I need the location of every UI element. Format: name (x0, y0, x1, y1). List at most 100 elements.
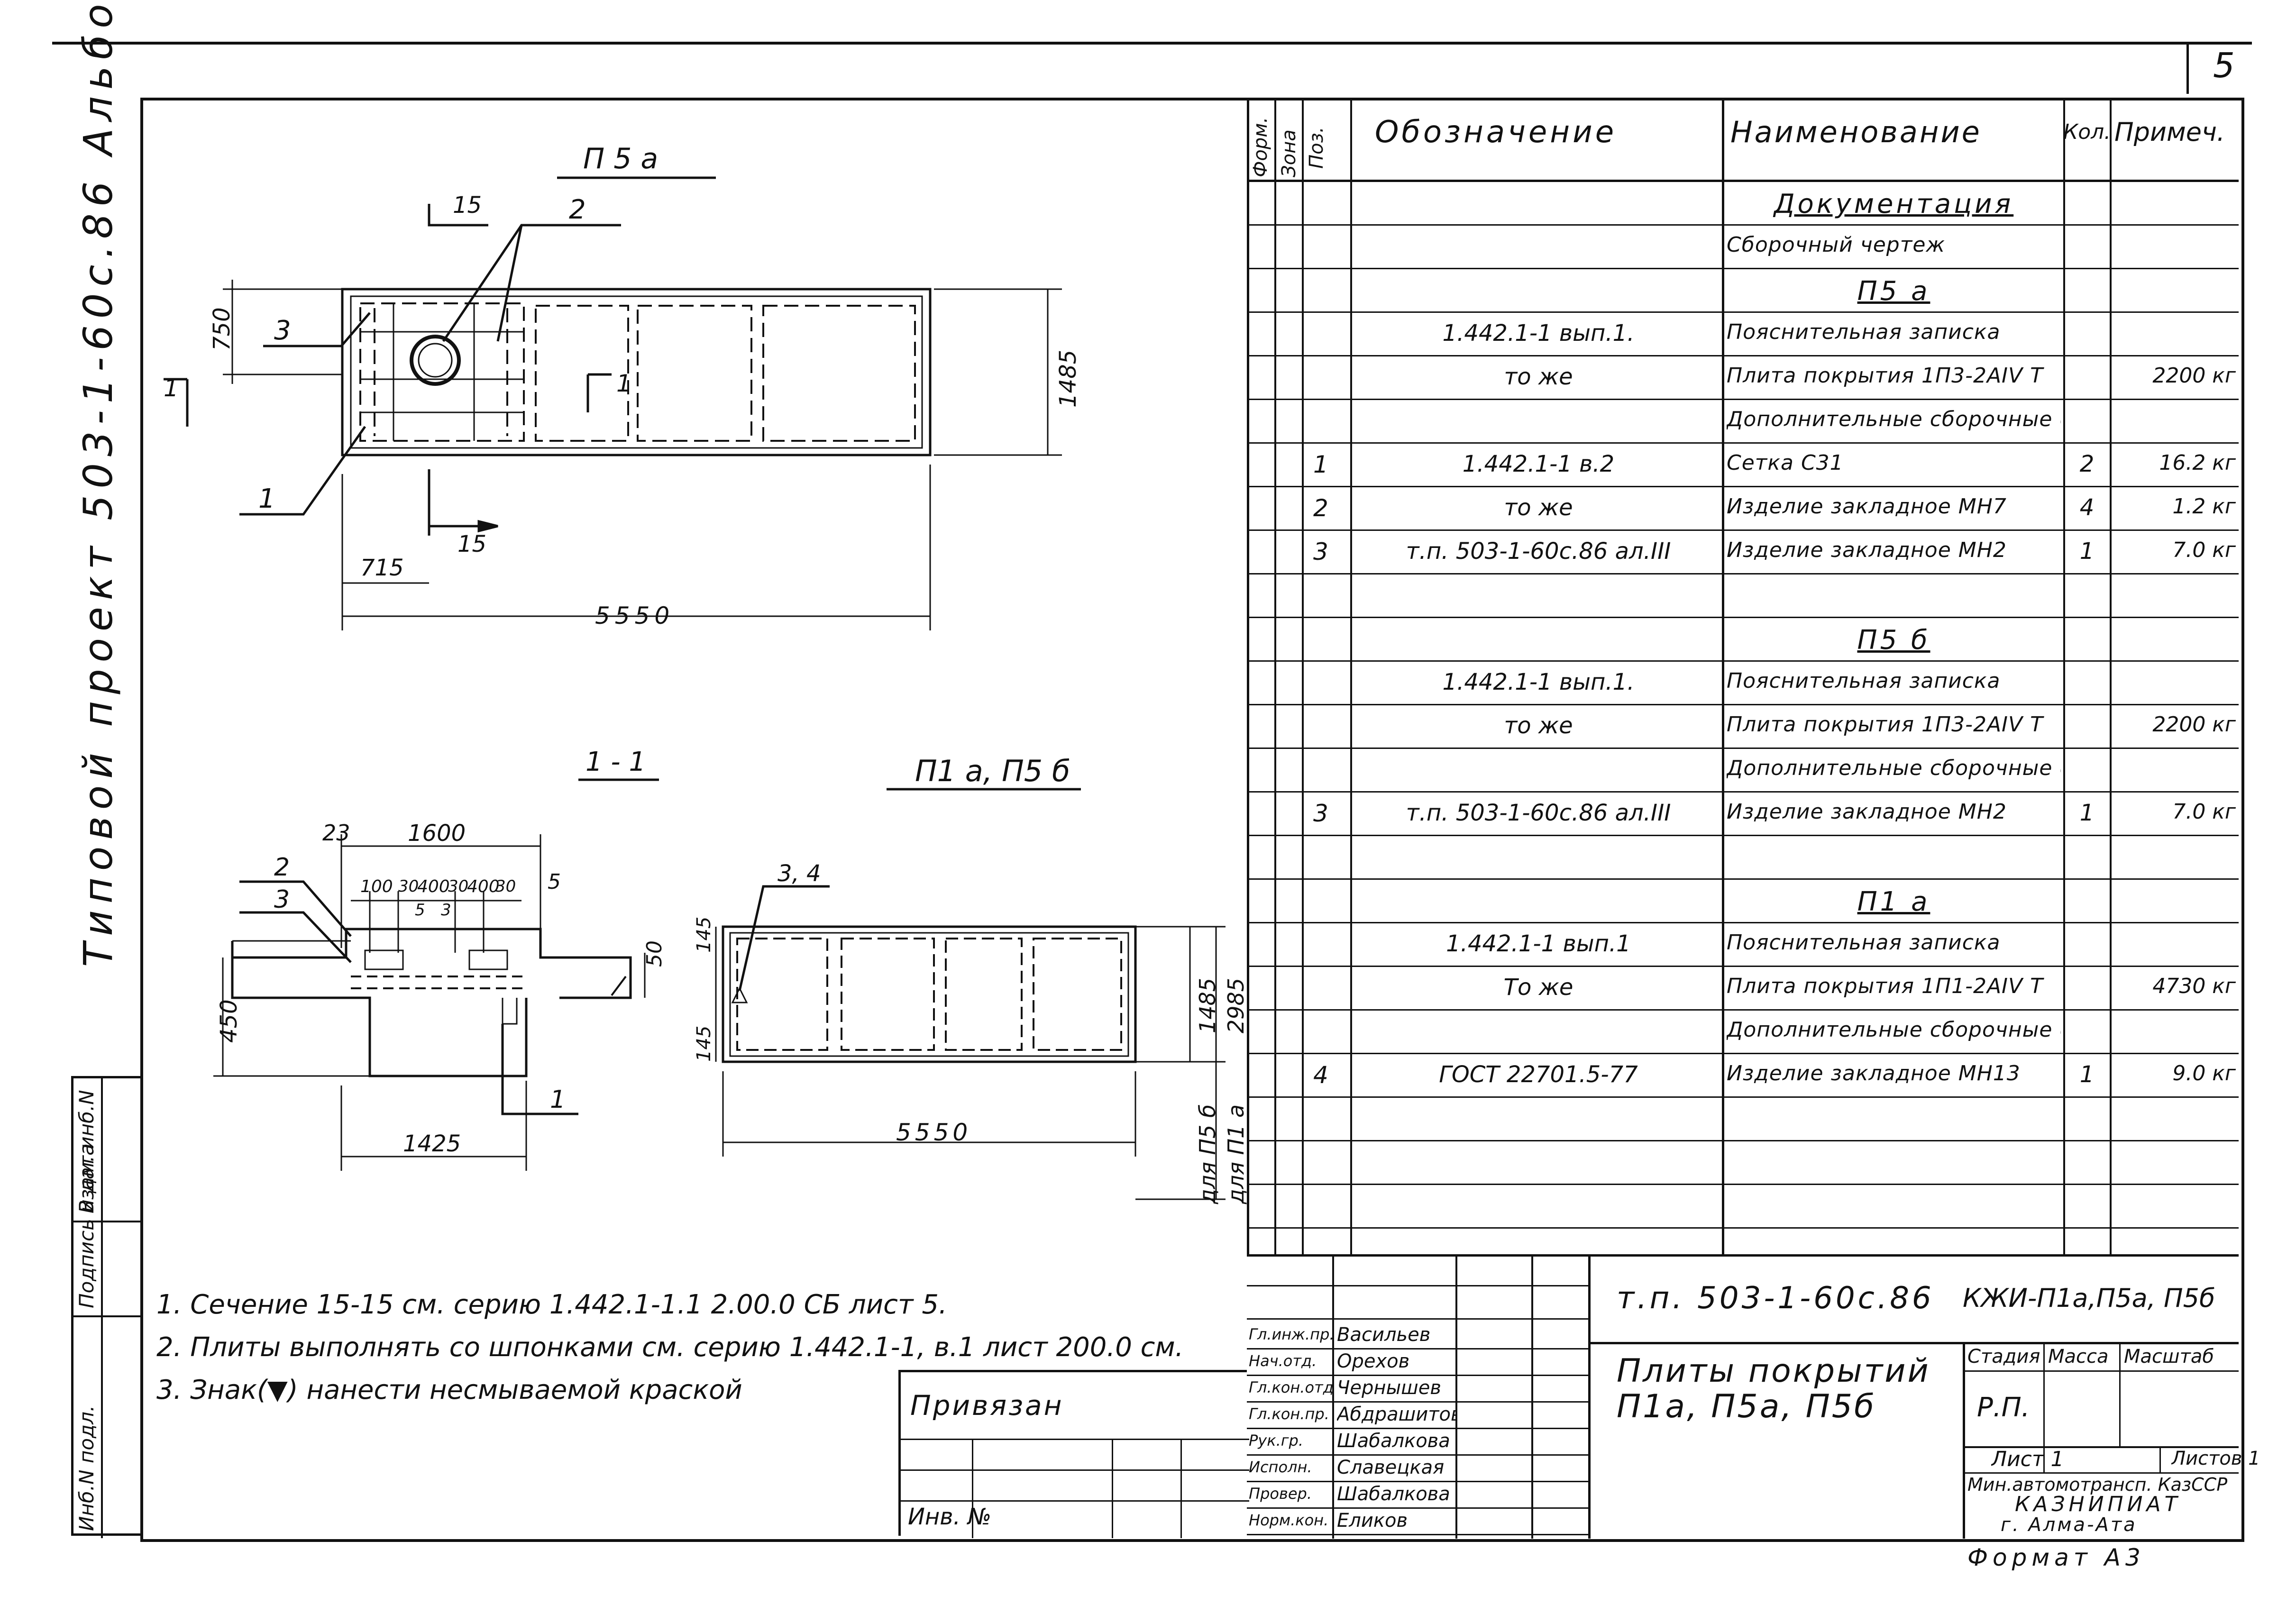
signature-row: Рук.гр.Шабалкова (1247, 1429, 1588, 1456)
section-1-1-title: 1 - 1 (585, 747, 646, 777)
for-p1a-label: для П1 а (1223, 1104, 1249, 1204)
sheets-total: Листов 1 (2171, 1449, 2260, 1468)
table-row (1247, 1141, 2239, 1185)
header-pos: Поз. (1306, 127, 1327, 169)
spec-cell-name: Дополнительные сборочные единицы (1727, 409, 2061, 431)
org-institute: КАЗНИПИАТ (2015, 1494, 2181, 1516)
signature-row: Норм.кон.Еликов (1247, 1509, 1588, 1535)
spec-cell-name: Изделие закладное МН2 (1727, 539, 2007, 562)
spec-cell-designation: то же (1504, 496, 1573, 520)
page-number-box-line (2186, 42, 2189, 94)
spec-header: Форм. Зона Поз. Обозначение Наименование… (1247, 98, 2239, 182)
for-p5b-label: для П5 б (1195, 1104, 1220, 1204)
title-name: Плиты покрытий П1а, П5а, П5б (1617, 1354, 1930, 1425)
org-ministry: Мин.автомотрансп. КазССР (1967, 1476, 2228, 1495)
spec-cell-note: 16.2 кг (2159, 452, 2236, 474)
spec-cell-note: 7.0 кг (2172, 801, 2236, 823)
stage-label: Стадия (1967, 1347, 2040, 1367)
spec-cell-name: Плита покрытия 1П3-2АIV Т (1727, 365, 2043, 387)
signature-name: Орехов (1337, 1351, 1410, 1371)
spec-cell-pos: 1 (1313, 452, 1328, 477)
table-row: Дополнительные сборочные единицы (1247, 400, 2239, 444)
spec-cell-name: Плита покрытия 1П1-2АIV Т (1727, 976, 2043, 998)
dim-5550-top: 5550 (595, 602, 675, 629)
signature-row: Гл.кон.отд. Чернышев (1247, 1376, 1588, 1403)
dim-15-bottom: 15 (457, 531, 487, 557)
spec-cell-designation: 1.442.1-1 вып.1. (1442, 670, 1635, 694)
sheet-number: Лист 1 (1991, 1449, 2064, 1471)
spec-cell-pos: 3 (1313, 539, 1328, 565)
spec-cell-note: 2200 кг (2152, 714, 2236, 736)
pos-1-section: 1 (550, 1085, 566, 1114)
view-p5a-title: П 5 а (583, 142, 659, 175)
note-2: 2. Плиты выполнять со шпонками см. серию… (156, 1332, 1184, 1363)
dim-3: 3 (441, 901, 451, 920)
spec-cell-pos: 3 (1313, 801, 1328, 826)
signature-role: Гл.кон.отд. (1249, 1380, 1332, 1396)
spec-cell-designation: ГОСТ 22701.5-77 (1439, 1063, 1638, 1087)
spec-table: Форм. Зона Поз. Обозначение Наименование… (1247, 98, 2239, 1254)
dim-1425: 1425 (403, 1131, 461, 1157)
view-p1a-p5b-title: П1 а, П5 б (915, 754, 1070, 788)
pos-3-top: 3 (274, 315, 291, 346)
note-3: 3. Знак(▼) нанести несмываемой краской (156, 1375, 742, 1405)
dim-30b: 30 (448, 877, 469, 896)
dim-400a: 400 (417, 877, 450, 896)
table-row: Документация (1247, 182, 2239, 226)
top-rule (52, 42, 2252, 45)
drawing-frame (140, 98, 2244, 1542)
spec-cell-name: Документация (1774, 191, 2014, 219)
spec-cell-note: 1.2 кг (2172, 496, 2236, 518)
dim-15-top: 15 (453, 192, 482, 219)
spec-cell-designation: 1.442.1-1 в.2 (1462, 452, 1615, 476)
signature-role: Провер. (1249, 1486, 1312, 1502)
spec-cell-name: Сборочный чертеж (1727, 234, 1946, 256)
section-mark-1-left: 1 (164, 374, 179, 402)
dim-30c: 30 (495, 877, 516, 896)
stage-value: Р.П. (1977, 1394, 2030, 1422)
spec-cell-note: 2200 кг (2152, 365, 2236, 387)
table-row (1247, 836, 2239, 880)
pos-3-4-right: 3, 4 (778, 860, 821, 887)
spec-cell-name: Пояснительная записка (1727, 670, 2001, 693)
spec-cell-qty: 1 (2079, 539, 2095, 564)
table-row: Дополнительные сборочные единицы (1247, 749, 2239, 793)
spec-cell-designation: т.п. 503-1-60с.86 ал.III (1406, 539, 1671, 564)
dim-100: 100 (360, 877, 393, 896)
spec-cell-note: 4730 кг (2152, 976, 2236, 998)
spec-cell-name: Дополнительные сборочные единицы (1727, 1019, 2061, 1041)
header-zone: Зона (1278, 129, 1300, 177)
table-row: 1.442.1-1 вып.1.Пояснительная записка (1247, 313, 2239, 356)
spec-cell-name: Изделие закладное МН2 (1727, 801, 2007, 823)
signature-role: Исполн. (1249, 1459, 1312, 1476)
signature-name: Славецкая (1337, 1458, 1445, 1477)
header-designation: Обозначение (1375, 117, 1617, 149)
spec-cell-name: Изделие закладное МН7 (1727, 496, 2007, 518)
pos-1-top: 1 (258, 483, 275, 514)
dim-400b: 400 (467, 877, 500, 896)
spec-cell-name: Изделие закладное МН13 (1727, 1063, 2021, 1085)
mass-label: Масса (2048, 1347, 2109, 1367)
page-number: 5 (2213, 46, 2235, 85)
table-row: 1.442.1-1 вып.1. Пояснительная записка (1247, 662, 2239, 705)
privyazan-label: Привязан (910, 1391, 1064, 1420)
spec-cell-note: 7.0 кг (2172, 539, 2236, 562)
signature-name: Чернышев (1337, 1378, 1441, 1398)
signature-name: Абдрашитов (1337, 1404, 1455, 1424)
header-name: Наименование (1730, 117, 1982, 148)
pos-3-section: 3 (274, 885, 290, 914)
dim-145-bottom-right: 145 (693, 1025, 715, 1062)
dim-5550-right: 5550 (896, 1119, 972, 1146)
signature-row: Исполн. Славецкая (1247, 1456, 1588, 1482)
spec-cell-qty: 4 (2079, 496, 2095, 520)
signature-role: Рук.гр. (1249, 1433, 1304, 1449)
dim-1485-right: 1485 (1195, 977, 1220, 1033)
dim-50: 50 (642, 940, 667, 967)
org-city: г. Алма-Ата (2001, 1515, 2137, 1535)
header-note: Примеч. (2114, 119, 2225, 146)
